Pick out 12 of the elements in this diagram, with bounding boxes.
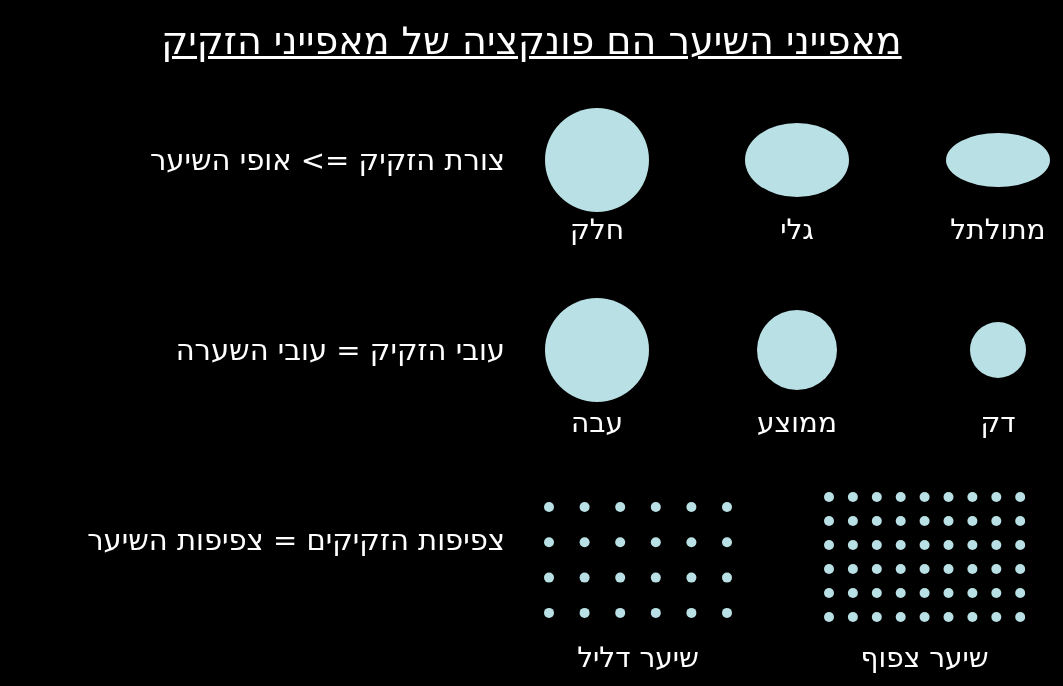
- shape-caption: דק: [979, 406, 1017, 440]
- shape-caption: ממוצע: [756, 406, 838, 440]
- shape-caption: שיער דליל: [576, 641, 700, 675]
- row-label: צפיפות הזקיקים = צפיפות השיער: [87, 522, 505, 559]
- diagram-title: מאפייני השיער הם פונקציה של מאפייני הזקיק: [160, 18, 903, 65]
- shape-caption: גלי: [779, 213, 815, 247]
- shape-caption: שיער צפוף: [859, 641, 990, 675]
- row-label: עובי הזקיק = עובי השערה: [175, 332, 505, 369]
- shape-caption: מתולתל: [949, 213, 1047, 247]
- shape-caption: עבה: [570, 406, 624, 440]
- shape-caption: חלק: [568, 213, 626, 247]
- row-label: צורת הזקיק => אופי השיער: [150, 142, 505, 179]
